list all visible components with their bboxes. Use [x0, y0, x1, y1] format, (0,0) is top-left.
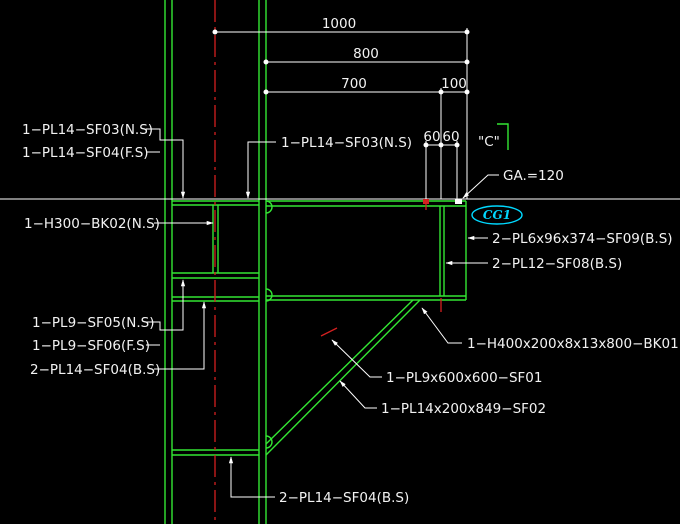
dim-60a-text: 60: [423, 129, 440, 145]
dim-700-text: 700: [341, 76, 367, 92]
dim-tick: [454, 142, 460, 148]
dim-tick: [212, 29, 218, 35]
label-pl14-sf04-left: 1−PL14−SF04(F.S): [22, 145, 149, 161]
label-pl9-sf01: 1−PL9x600x600−SF01: [386, 370, 543, 386]
weld-access-hole-brace: [265, 435, 273, 449]
plate-centerline: [320, 327, 338, 337]
label-pl14-sf03-left: 1−PL14−SF03(N.S): [22, 122, 153, 138]
leader-pl9-sf01: [331, 339, 382, 378]
leader-pl9-sf05: [146, 279, 186, 331]
dim-tick: [263, 89, 269, 95]
dimension-lines: [212, 28, 470, 199]
label-h300-bk02: 1−H300−BK02(N.S): [24, 216, 160, 232]
bolt-marker-b: [455, 199, 462, 204]
section-marker-bracket: [497, 123, 509, 150]
bolt-marker-a: [423, 199, 429, 204]
dim-800-text: 800: [353, 46, 379, 62]
label-pl9-sf05: 1−PL9−SF05(N.S): [32, 315, 154, 331]
leader-pl14-sf03-right: [245, 141, 276, 199]
dim-tick: [423, 142, 429, 148]
center-lines: [214, 0, 442, 524]
steel-members: [164, 0, 509, 524]
dim-100-text: 100: [441, 76, 467, 92]
dim-tick: [464, 89, 470, 95]
leader-pl14-sf04-bottom: [228, 456, 275, 498]
label-pl12-sf08: 2−PL12−SF08(B.S): [492, 256, 622, 272]
dim-tick: [438, 89, 444, 95]
dim-tick: [464, 59, 470, 65]
dim-tick: [263, 59, 269, 65]
label-pl14-sf02: 1−PL14x200x849−SF02: [381, 401, 546, 417]
label-pl6-sf09: 2−PL6x96x374−SF09(B.S): [492, 231, 673, 247]
leader-pl14-sf04-mid: [154, 301, 207, 370]
section-marker-text: "C": [478, 134, 500, 150]
weld-access-hole-top: [265, 200, 273, 214]
label-pl9-sf06: 1−PL9−SF06(F.S): [32, 338, 150, 354]
leader-h400: [421, 307, 462, 344]
dim-60b-text: 60: [442, 129, 459, 145]
brace-line-b: [265, 299, 421, 456]
connection-tag-text: CG1: [483, 208, 511, 222]
leader-lines: [146, 128, 499, 498]
label-pl14-sf04-mid: 2−PL14−SF04(B.S): [30, 362, 160, 378]
gauge-text: GA.=120: [503, 168, 564, 184]
leader-gauge: [462, 174, 499, 199]
label-pl14-sf04-bottom: 2−PL14−SF04(B.S): [279, 490, 409, 506]
dim-1000-text: 1000: [322, 16, 356, 32]
weld-access-hole-bottom: [265, 288, 273, 302]
brace-line-a: [265, 299, 414, 445]
dim-tick: [438, 142, 444, 148]
label-h400-bk01: 1−H400x200x8x13x800−BK01: [467, 336, 679, 352]
connection-tag-ellipse: [471, 205, 523, 225]
dim-tick: [464, 29, 470, 35]
leader-pl14-sf02: [339, 380, 377, 409]
leader-pl14-sf03-left: [146, 128, 186, 199]
label-pl14-sf03-right: 1−PL14−SF03(N.S): [281, 135, 412, 151]
